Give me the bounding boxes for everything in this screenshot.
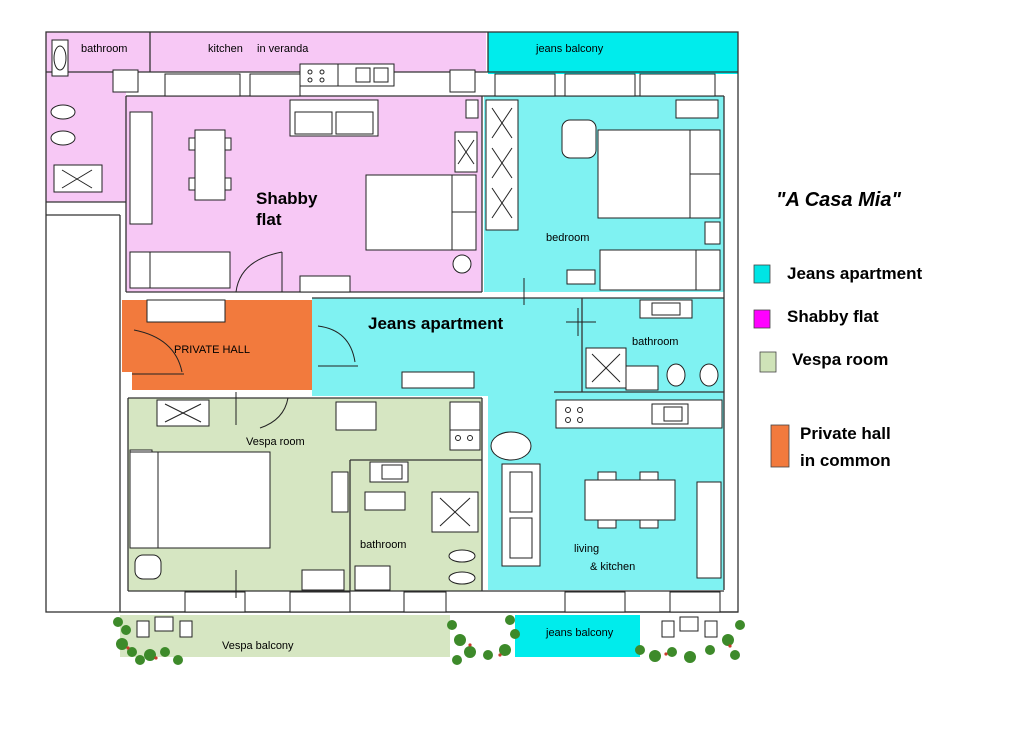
vespa-balcony-fill (120, 615, 450, 657)
vespa-room-furniture (129, 392, 481, 598)
legend-label-vespa: Vespa room (792, 350, 888, 369)
jeans-bedroom-furniture (485, 99, 721, 305)
label-bathroom-right: bathroom (632, 336, 678, 348)
legend-swatch-jeans (753, 264, 771, 284)
label-shabby-line2: flat (256, 210, 282, 229)
legend-label-shabby: Shabby flat (787, 307, 879, 326)
label-bathroom-top: bathroom (81, 43, 127, 55)
label-vespa-room: Vespa room (246, 436, 305, 448)
label-kitchen: kitchen (208, 43, 243, 55)
label-jeans-balcony-bottom: jeans balcony (545, 627, 614, 639)
legend-swatch-private-hall (770, 424, 790, 468)
jeans-balcony-top-fill (488, 32, 738, 74)
shabby-furniture (50, 39, 479, 293)
label-in-veranda: in veranda (257, 43, 309, 55)
label-jeans-balcony-top: jeans balcony (535, 43, 604, 55)
shabby-flat-area (46, 32, 486, 292)
legend-swatch-vespa (759, 351, 777, 373)
windows (164, 73, 721, 613)
jeans-living-furniture (317, 299, 723, 579)
plan-title: "A Casa Mia" (776, 189, 901, 211)
room-labels: bathroom kitchen in veranda jeans balcon… (81, 43, 678, 652)
label-jeans-apartment: Jeans apartment (368, 314, 503, 333)
legend: Jeans apartment Shabby flat Vespa room P… (753, 264, 922, 470)
label-shabby-line1: Shabby (256, 189, 318, 208)
label-private-hall: PRIVATE HALL (174, 344, 250, 356)
private-hall-furniture (132, 299, 226, 375)
label-living-line2: & kitchen (590, 561, 635, 573)
balcony-plants (113, 615, 745, 665)
label-living-line1: living (574, 543, 599, 555)
legend-label-private-hall-2: in common (800, 451, 891, 470)
legend-label-jeans: Jeans apartment (787, 264, 922, 283)
walls (45, 31, 739, 613)
label-bathroom-bottom: bathroom (360, 539, 406, 551)
label-bedroom: bedroom (546, 232, 589, 244)
jeans-balcony-bottom-fill (515, 615, 640, 657)
legend-label-private-hall-1: Private hall (800, 424, 891, 443)
label-vespa-balcony: Vespa balcony (222, 640, 294, 652)
legend-swatch-shabby (753, 309, 771, 329)
